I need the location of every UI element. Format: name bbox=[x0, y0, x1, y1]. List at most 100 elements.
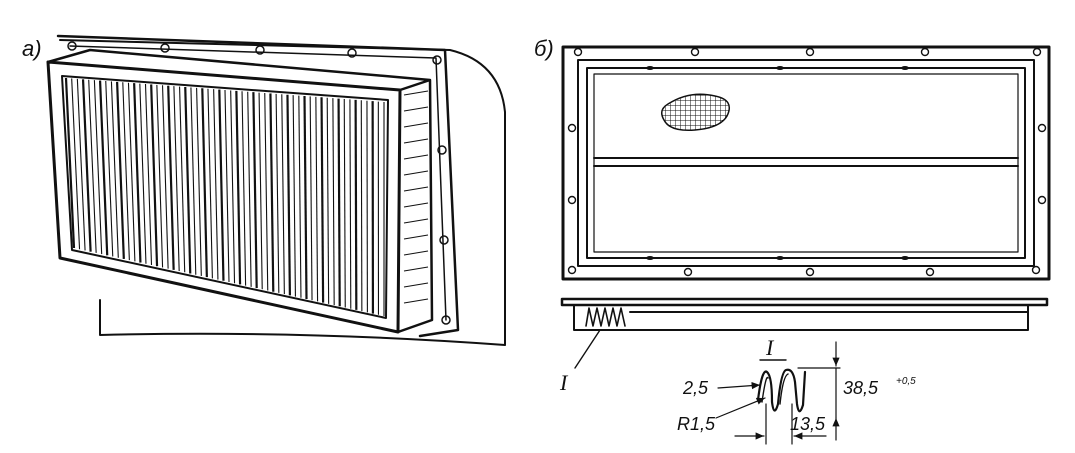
bolt-hole-icon bbox=[1037, 123, 1047, 133]
section-view: I bbox=[559, 297, 1049, 395]
bolt-hole-icon bbox=[805, 267, 815, 277]
pleat-line bbox=[76, 78, 86, 251]
pleat-line bbox=[81, 79, 92, 252]
pleat-line bbox=[252, 92, 258, 289]
pleat-line bbox=[343, 98, 346, 308]
pleat-line bbox=[184, 86, 192, 274]
view-a-filter-perspective: a) bbox=[22, 34, 506, 346]
pleat-line bbox=[354, 99, 358, 310]
bend-radius-leader bbox=[715, 397, 766, 419]
filter-box-depth bbox=[46, 48, 434, 334]
pleat-line bbox=[167, 85, 175, 270]
detail-title: I bbox=[765, 335, 775, 360]
pleat-line bbox=[360, 100, 363, 312]
frame-clips bbox=[646, 66, 909, 260]
pleat-line bbox=[247, 91, 252, 287]
pleat-line bbox=[156, 84, 164, 268]
bolt-hole-icon bbox=[690, 47, 700, 57]
front-flange-outer bbox=[561, 45, 1051, 281]
pleat-line bbox=[298, 95, 302, 298]
detail-corrugation-profile bbox=[756, 368, 807, 413]
mounting-flange bbox=[56, 34, 460, 338]
side-hatch-line bbox=[403, 282, 429, 288]
pitch-dimension: 13,5 bbox=[790, 414, 826, 434]
pleat-line bbox=[309, 96, 313, 301]
side-hatch-line bbox=[403, 234, 429, 240]
side-hatch-line bbox=[403, 298, 429, 304]
pleat-line bbox=[93, 80, 103, 255]
side-hatch-line bbox=[403, 138, 429, 144]
side-hatch-line bbox=[403, 154, 429, 160]
pleat-line bbox=[144, 83, 153, 266]
pleat-line bbox=[264, 92, 269, 291]
section-marker-label: I bbox=[559, 370, 569, 395]
wall-thickness-leader bbox=[717, 382, 761, 390]
section-marker-leader bbox=[574, 329, 601, 369]
pleat-line bbox=[116, 81, 125, 259]
pleat-line bbox=[315, 96, 319, 302]
pleat-line bbox=[127, 82, 136, 262]
wall-thickness-dimension: 2,5 bbox=[682, 378, 709, 398]
pleat-line bbox=[207, 88, 213, 279]
pleat-line bbox=[105, 80, 114, 257]
pleat-line bbox=[326, 97, 330, 304]
box-side-hatching bbox=[403, 90, 429, 304]
pleat-line bbox=[230, 90, 236, 284]
section-body bbox=[573, 304, 1029, 331]
pleat-line bbox=[224, 89, 230, 283]
pleat-line bbox=[320, 97, 325, 303]
pleat-line bbox=[292, 95, 296, 297]
pleat-line bbox=[88, 79, 97, 253]
bolt-hole-icon bbox=[255, 45, 265, 55]
bend-radius-dimension: R1,5 bbox=[677, 414, 716, 434]
pleat-line bbox=[258, 92, 263, 290]
middle-support-bar bbox=[593, 157, 1019, 167]
detail-i: I 38,5 +0,5 2,5 R1,5 13,5 bbox=[677, 335, 916, 445]
bolt-hole-icon bbox=[437, 145, 447, 155]
view-a-label: a) bbox=[22, 36, 42, 61]
section-corrugation bbox=[585, 307, 626, 327]
wall-panel bbox=[59, 39, 506, 346]
pleat-line bbox=[281, 94, 285, 295]
bolt-hole-icon bbox=[439, 235, 449, 245]
pleat-line bbox=[349, 99, 352, 309]
bolt-hole-icon bbox=[573, 47, 583, 57]
pleat-line bbox=[201, 88, 208, 278]
pleat-line bbox=[190, 87, 197, 275]
front-bolt-holes bbox=[567, 47, 1047, 277]
pleat-line bbox=[275, 93, 280, 293]
pleat-line bbox=[161, 85, 169, 269]
filter-frame-inner bbox=[586, 67, 1026, 259]
side-hatch-line bbox=[403, 218, 429, 224]
bolt-hole-icon bbox=[67, 41, 77, 51]
side-hatch-line bbox=[403, 122, 429, 128]
pleat-line bbox=[179, 86, 186, 273]
bolt-hole-icon bbox=[567, 195, 577, 205]
bolt-hole-icon bbox=[160, 43, 170, 53]
height-dimension: 38,5 bbox=[843, 378, 879, 398]
pleat-line bbox=[332, 98, 335, 306]
pleat-line bbox=[235, 90, 242, 285]
side-hatch-line bbox=[403, 202, 429, 208]
pleat-line bbox=[122, 82, 130, 261]
pleat-line bbox=[196, 87, 202, 276]
bolt-hole-icon bbox=[567, 265, 577, 275]
side-hatch-line bbox=[403, 250, 429, 256]
bolt-hole-icon bbox=[347, 48, 357, 58]
pleat-line bbox=[286, 94, 291, 296]
bolt-hole-icon bbox=[920, 47, 930, 57]
flange-bolt-holes bbox=[67, 41, 451, 325]
pleat-line bbox=[269, 93, 275, 292]
section-flange bbox=[560, 297, 1049, 307]
bolt-hole-icon bbox=[925, 267, 935, 277]
bolt-hole-icon bbox=[432, 55, 442, 65]
height-tolerance: +0,5 bbox=[896, 376, 916, 387]
pleat-line bbox=[110, 81, 119, 258]
pleat-line bbox=[303, 95, 308, 300]
side-hatch-line bbox=[403, 106, 429, 112]
filter-pleats bbox=[64, 77, 385, 316]
side-hatch-line bbox=[403, 186, 429, 192]
pleat-line bbox=[139, 83, 147, 264]
mesh-patch-icon bbox=[661, 93, 730, 132]
